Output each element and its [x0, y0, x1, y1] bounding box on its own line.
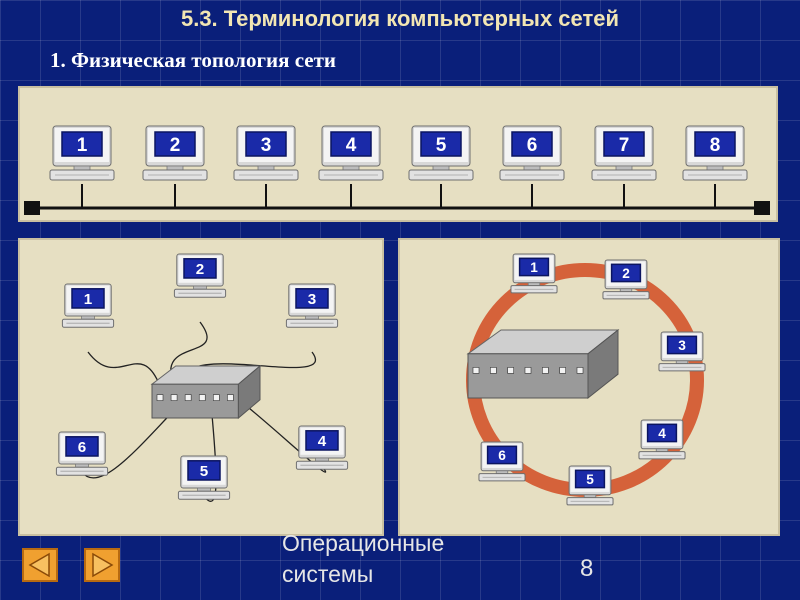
- computer-number: 6: [78, 439, 86, 456]
- triangle-right-icon: [86, 550, 118, 580]
- computer-number: 2: [170, 135, 181, 156]
- star-topology-panel: 1 2 3 4 5 6: [18, 238, 384, 536]
- star-hub: [152, 366, 260, 418]
- ring-topology-panel: 1 2 3 4 5 6: [398, 238, 780, 536]
- ring-hub: [468, 330, 618, 398]
- star-computer-1: 1: [62, 284, 113, 327]
- course-name-line1: Операционные: [282, 528, 444, 559]
- ring-computer-1: 1: [511, 254, 557, 293]
- computer-number: 4: [318, 433, 327, 450]
- previous-slide-button[interactable]: [22, 548, 58, 582]
- bus-terminator-left: [24, 201, 40, 215]
- computer-number: 3: [308, 291, 316, 308]
- computer-number: 1: [84, 291, 93, 308]
- star-topology-diagram: 1 2 3 4 5 6: [20, 240, 382, 534]
- computer-number: 3: [261, 135, 272, 156]
- bus-topology-panel: 1 2 3 4 5 6 7 8: [18, 86, 778, 222]
- bus-computer-2: 2: [143, 126, 207, 180]
- course-name-line2: системы: [282, 559, 444, 590]
- bus-computer-4: 4: [319, 126, 383, 180]
- bus-computer-7: 7: [592, 126, 656, 180]
- page-number: 8: [580, 555, 593, 583]
- computer-number: 3: [678, 338, 686, 353]
- computer-number: 4: [658, 426, 666, 441]
- bus-computer-6: 6: [500, 126, 564, 180]
- course-name: Операционные системы: [282, 528, 444, 590]
- bus-computer-1: 1: [50, 126, 114, 180]
- computer-number: 1: [530, 260, 538, 275]
- ring-computer-4: 4: [639, 420, 685, 459]
- star-computer-2: 2: [174, 254, 225, 297]
- star-cable: [88, 352, 160, 386]
- ring-topology-diagram: 1 2 3 4 5 6: [400, 240, 778, 534]
- computer-number: 5: [436, 135, 447, 156]
- page-title: 5.3. Терминология компьютерных сетей: [0, 6, 800, 32]
- star-computer-5: 5: [178, 456, 229, 499]
- computer-number: 4: [346, 135, 357, 156]
- star-computer-3: 3: [286, 284, 337, 327]
- ring-computer-3: 3: [659, 332, 705, 371]
- computer-number: 2: [622, 266, 630, 281]
- star-computer-6: 6: [56, 432, 107, 475]
- bus-computer-3: 3: [234, 126, 298, 180]
- bus-topology-diagram: 1 2 3 4 5 6 7 8: [20, 88, 776, 220]
- next-slide-button[interactable]: [84, 548, 120, 582]
- computer-number: 5: [200, 463, 209, 480]
- computer-number: 6: [527, 135, 538, 156]
- computer-number: 2: [196, 261, 204, 278]
- bus-terminator-right: [754, 201, 770, 215]
- ring-computer-6: 6: [479, 442, 525, 481]
- ring-computer-2: 2: [603, 260, 649, 299]
- star-computer-4: 4: [296, 426, 347, 469]
- ring-computer-5: 5: [567, 466, 613, 505]
- computer-number: 5: [586, 472, 594, 487]
- bus-computer-8: 8: [683, 126, 747, 180]
- computer-number: 8: [710, 135, 721, 156]
- bus-computer-5: 5: [409, 126, 473, 180]
- computer-number: 6: [498, 448, 506, 463]
- computer-number: 7: [619, 135, 630, 156]
- triangle-left-icon: [24, 550, 56, 580]
- computer-number: 1: [77, 135, 88, 156]
- section-subtitle: 1. Физическая топология сети: [50, 48, 336, 73]
